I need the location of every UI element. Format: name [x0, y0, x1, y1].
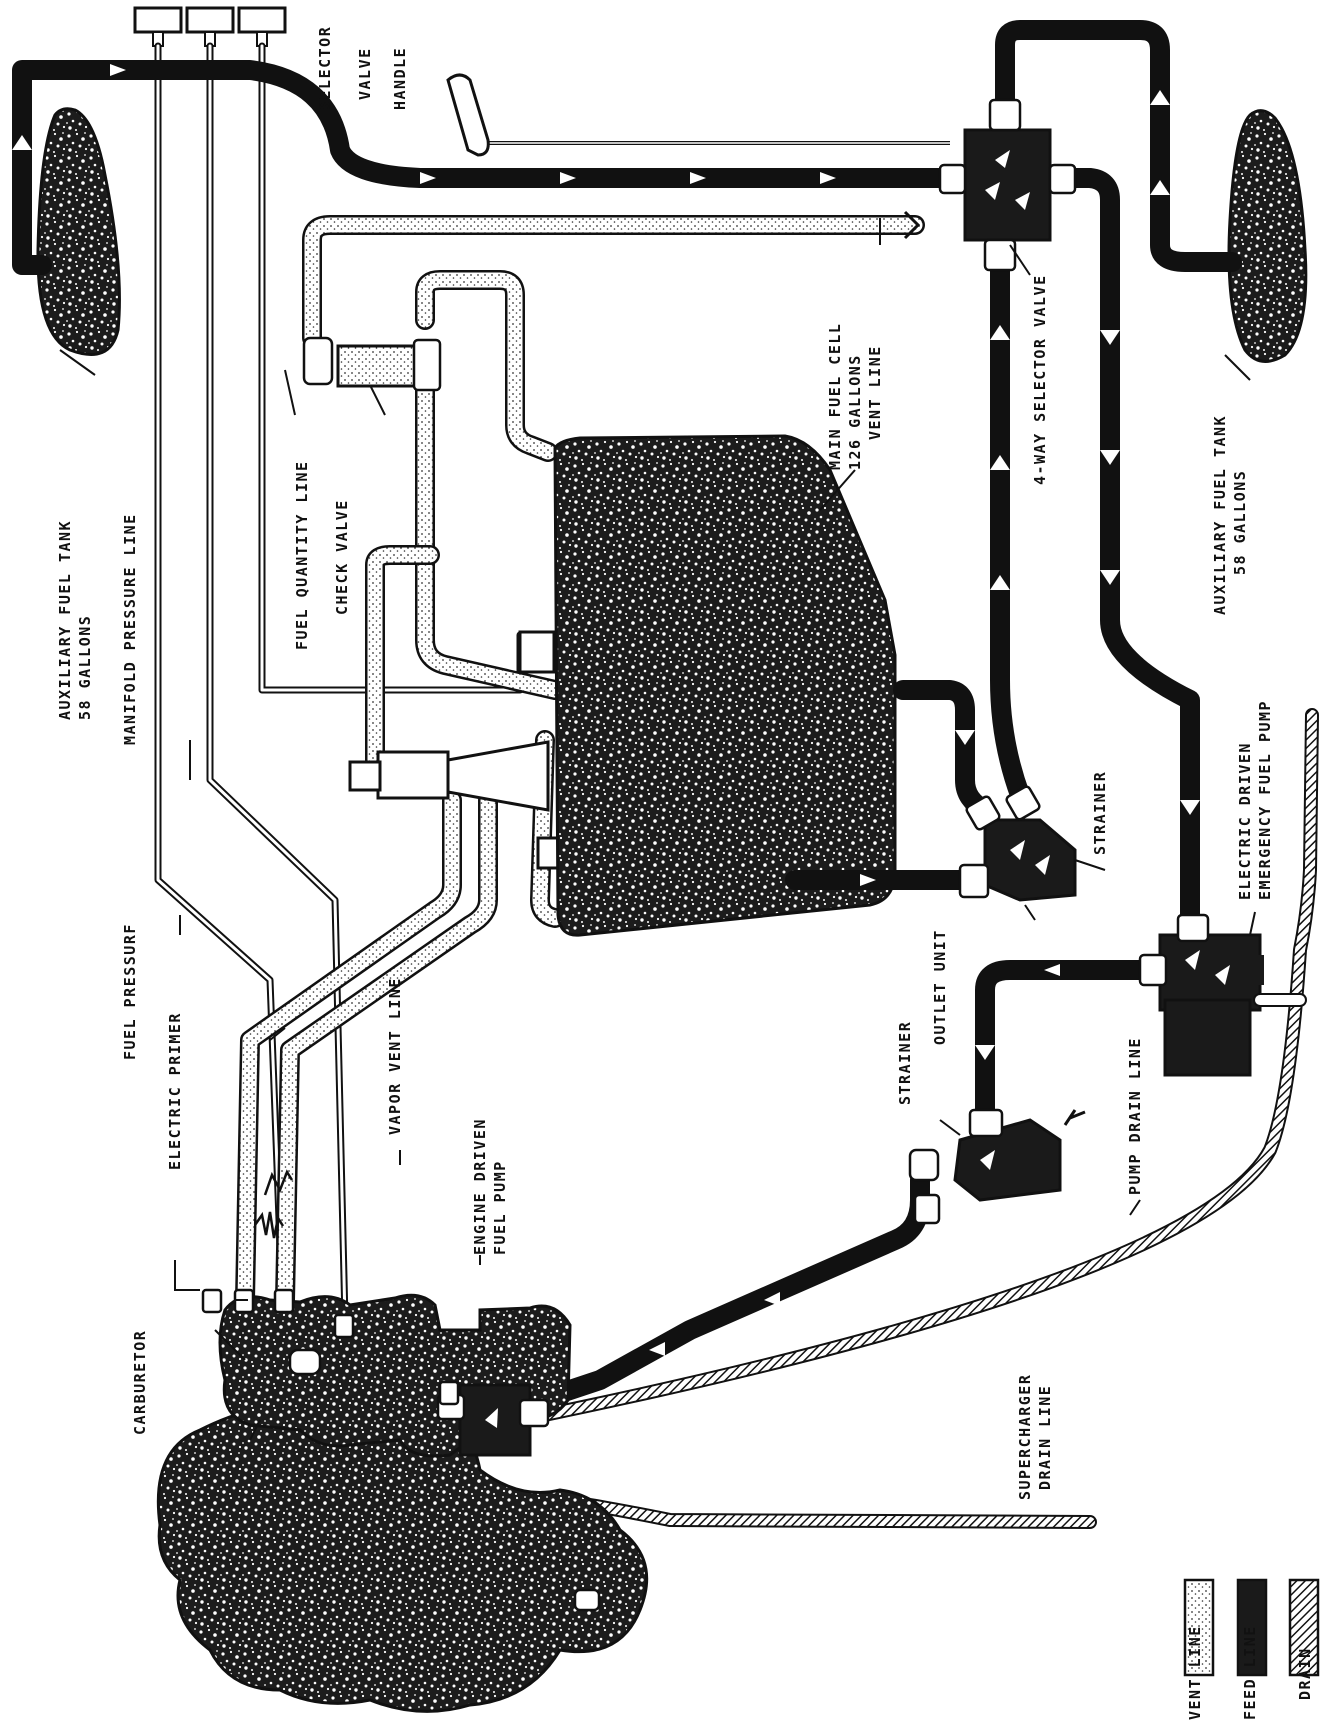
label-manifold-pressure-line: MANIFOLD PRESSURE LINE [121, 513, 139, 745]
label-main-fuel-cell: MAIN FUEL CELL 126 GALLONS [826, 323, 864, 470]
quantity-transmitter [518, 630, 562, 870]
four-way-selector-valve [938, 98, 1077, 272]
label-selector-valve-handle: SELECTOR VALVE HANDLE [316, 26, 409, 110]
carburetor-fittings [201, 1193, 941, 1612]
label-aux-tank-left: AUXILIARY FUEL TANK 58 GALLONS [56, 520, 94, 720]
label-electric-pump-line2: EMERGENCY FUEL PUMP [1256, 700, 1274, 900]
primer-solenoid [348, 740, 550, 812]
label-electric-emergency-pump: ELECTRIC DRIVEN EMERGENCY FUEL PUMP [1236, 700, 1274, 900]
label-engine-pump-line1: ENGINE DRIVEN [471, 1118, 489, 1255]
label-vapor-vent-line: VAPOR VENT LINE [386, 977, 404, 1135]
leader-lines [59, 218, 1256, 1441]
label-electric-pump-line1: ELECTRIC DRIVEN [1236, 742, 1254, 900]
label-selector-line1: SELECTOR [316, 26, 334, 110]
label-supercharger-drain-line: SUPERCHARGER DRAIN LINE [1016, 1374, 1054, 1500]
vent-lines [235, 210, 925, 1310]
label-outlet-unit: OUTLET UNIT [931, 929, 949, 1045]
legend-label-feed: FEED LINE [1241, 1625, 1259, 1720]
main-fuel-cell [553, 434, 897, 937]
strainer-right [958, 785, 1077, 902]
label-aux-tank-right-line2: 58 GALLONS [1231, 470, 1249, 575]
label-pump-drain-line: PUMP DRAIN LINE [1126, 1037, 1144, 1195]
instrument-lines [154, 42, 524, 1324]
aux-fuel-tank-right [1227, 109, 1308, 363]
label-check-valve: CHECK VALVE [333, 499, 351, 615]
label-fuel-quantity-line: FUEL QUANTITY LINE [293, 460, 311, 650]
label-selector-line3: HANDLE [391, 47, 409, 110]
label-main-fuel-cell-line1: MAIN FUEL CELL [826, 323, 844, 470]
strainer-left [908, 1108, 1086, 1202]
label-aux-tank-left-line1: AUXILIARY FUEL TANK [56, 520, 74, 720]
label-engine-pump-line2: FUEL PUMP [491, 1160, 509, 1255]
legend-swatch-drain [1288, 1578, 1320, 1677]
label-aux-tank-right-line1: AUXILIARY FUEL TANK [1211, 415, 1229, 615]
legend-swatch-feed [1236, 1578, 1268, 1677]
check-valve [302, 336, 442, 392]
label-carburetor: CARBURETOR [131, 1330, 149, 1435]
selector-valve-handle[interactable] [446, 73, 950, 157]
label-supercharger-line1: SUPERCHARGER [1016, 1374, 1034, 1500]
electric-emergency-fuel-pump [1138, 913, 1264, 1077]
legend [1183, 1578, 1320, 1677]
label-engine-driven-pump: ENGINE DRIVEN FUEL PUMP [471, 1118, 509, 1255]
label-supercharger-line2: DRAIN LINE [1036, 1385, 1054, 1490]
label-aux-tank-right: AUXILIARY FUEL TANK 58 GALLONS [1211, 415, 1249, 615]
label-electric-primer: ELECTRIC PRIMER [166, 1012, 184, 1170]
primer-coil [253, 1211, 285, 1239]
label-aux-tank-left-line2: 58 GALLONS [76, 615, 94, 720]
label-main-fuel-cell-line2: 126 GALLONS [846, 354, 864, 470]
aux-fuel-tank-left [36, 107, 121, 356]
legend-swatch-vent [1183, 1578, 1215, 1677]
legend-label-vent: VENT LINE [1186, 1625, 1204, 1720]
label-four-way-selector-valve: 4-WAY SELECTOR VALVE [1031, 274, 1049, 485]
label-vent-line: VENT LINE [866, 345, 884, 440]
label-fuel-pressure: FUEL PRESSURF [121, 923, 139, 1060]
flow-arrows [12, 24, 1200, 1356]
label-selector-line2: VALVE [356, 47, 374, 100]
label-strainer-left: STRAINER [896, 1021, 914, 1105]
label-strainer-right: STRAINER [1091, 771, 1109, 855]
instrument-gauges [133, 6, 287, 47]
legend-label-drain: DRAIN [1296, 1647, 1314, 1700]
